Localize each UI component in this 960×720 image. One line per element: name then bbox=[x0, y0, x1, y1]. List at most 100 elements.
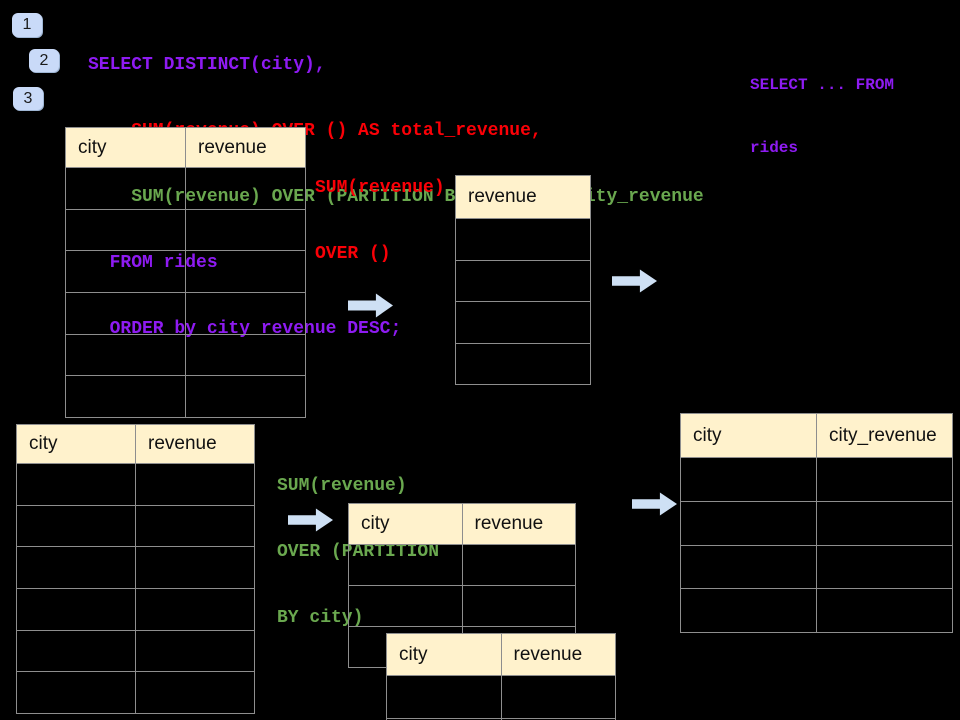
window-function-label-line: SUM(revenue) bbox=[277, 476, 407, 496]
table-cell-empty bbox=[136, 630, 255, 673]
column-header-city-revenue: city_revenue bbox=[817, 414, 953, 458]
table-cell-empty bbox=[186, 376, 306, 419]
table-body bbox=[681, 458, 953, 633]
table-body bbox=[456, 219, 591, 385]
table-row bbox=[17, 672, 255, 715]
table-cell-empty bbox=[501, 676, 616, 719]
table-cell-empty bbox=[387, 676, 502, 719]
table-row bbox=[681, 589, 953, 633]
table-cell-empty bbox=[817, 501, 953, 546]
column-header-city: city bbox=[681, 414, 817, 458]
table-row bbox=[66, 334, 306, 377]
table-cell-empty bbox=[387, 718, 502, 720]
table-row bbox=[349, 586, 576, 627]
table-cell-empty bbox=[186, 334, 306, 377]
table-rides-source: city revenue bbox=[65, 127, 306, 419]
sql-snippet-note: SELECT ... FROM rides bbox=[750, 33, 894, 201]
table-cell-empty bbox=[17, 547, 136, 590]
table-row bbox=[456, 302, 591, 344]
table-cell-empty bbox=[66, 334, 186, 377]
table-cell-empty bbox=[817, 589, 953, 633]
window-function-label-line: BY city) bbox=[277, 608, 364, 628]
table-row bbox=[456, 343, 591, 385]
table-cell-empty bbox=[456, 219, 591, 261]
table-row bbox=[387, 676, 616, 719]
table-header-row: city revenue bbox=[387, 634, 616, 676]
table-row bbox=[17, 589, 255, 631]
table-cell-empty bbox=[186, 168, 306, 210]
table-row bbox=[66, 251, 306, 294]
table-body bbox=[387, 676, 616, 720]
table-cell-empty bbox=[681, 501, 817, 546]
table-row bbox=[66, 209, 306, 252]
table-cell-empty bbox=[681, 589, 817, 633]
column-header-city: city bbox=[17, 425, 136, 464]
table-header-row: city revenue bbox=[349, 504, 576, 545]
table-cell-empty bbox=[502, 718, 616, 720]
sql-code-line: SELECT DISTINCT(city), bbox=[88, 55, 326, 75]
table-cell-empty bbox=[456, 302, 591, 344]
table-cell-empty bbox=[66, 376, 186, 419]
table-row bbox=[456, 260, 591, 302]
table-row bbox=[387, 718, 616, 720]
column-header-revenue: revenue bbox=[501, 634, 616, 676]
table-row bbox=[349, 545, 576, 586]
table-row bbox=[456, 219, 591, 261]
table-cell-empty bbox=[462, 545, 576, 586]
table-cell-empty bbox=[456, 343, 591, 385]
table-cell-empty bbox=[186, 209, 306, 252]
window-function-label-line: OVER () bbox=[315, 244, 391, 264]
step-badge-2: 2 bbox=[29, 49, 59, 72]
table-row bbox=[681, 545, 953, 590]
table-cell-empty bbox=[456, 260, 591, 302]
table-row bbox=[681, 501, 953, 546]
table-cell-empty bbox=[66, 293, 186, 335]
column-header-city: city bbox=[66, 128, 186, 168]
table-cell-empty bbox=[17, 464, 136, 506]
table-cell-empty bbox=[681, 458, 817, 502]
table-body bbox=[17, 464, 255, 715]
table-row bbox=[17, 630, 255, 673]
table-header-row: city revenue bbox=[17, 425, 255, 464]
window-function-label-line: SUM(revenue) bbox=[315, 178, 445, 198]
table-row bbox=[66, 293, 306, 335]
table-cell-empty bbox=[17, 630, 136, 673]
column-header-revenue: revenue bbox=[136, 425, 255, 464]
table-header-row: city revenue bbox=[66, 128, 306, 168]
table-rides-source-2: city revenue bbox=[16, 424, 255, 715]
arrow-right-icon bbox=[632, 492, 677, 516]
table-row bbox=[17, 464, 255, 506]
table-cell-empty bbox=[349, 586, 463, 627]
table-partition-input-overlay: city revenue bbox=[386, 633, 616, 720]
table-cell-empty bbox=[17, 589, 136, 631]
table-header-row: city city_revenue bbox=[681, 414, 953, 458]
sql-code-line: FROM rides bbox=[88, 253, 218, 273]
table-row bbox=[66, 168, 306, 210]
sql-snippet-note-line: SELECT ... FROM bbox=[750, 76, 895, 94]
sql-snippet-note-line: rides bbox=[750, 139, 799, 157]
table-cell-empty bbox=[462, 586, 576, 627]
table-header-row: revenue bbox=[456, 176, 591, 219]
table-row bbox=[17, 505, 255, 548]
table-cell-empty bbox=[349, 545, 463, 586]
table-cell-empty bbox=[186, 293, 306, 335]
table-cell-empty bbox=[66, 251, 186, 294]
column-header-revenue: revenue bbox=[186, 128, 306, 168]
table-cell-empty bbox=[817, 458, 953, 502]
table-cell-empty bbox=[66, 209, 186, 252]
table-cell-empty bbox=[17, 672, 136, 715]
window-function-label-partition: SUM(revenue) OVER (PARTITION BY city) bbox=[277, 431, 439, 673]
table-cell-empty bbox=[186, 251, 306, 294]
column-header-revenue: revenue bbox=[462, 504, 576, 545]
table-cell-empty bbox=[136, 464, 255, 506]
step-badge-1: 1 bbox=[12, 13, 42, 37]
table-cell-empty bbox=[136, 505, 255, 548]
table-cell-empty bbox=[681, 545, 817, 590]
table-city-revenue-result: city city_revenue bbox=[680, 413, 953, 633]
table-total-revenue-result: revenue bbox=[455, 175, 591, 385]
window-function-label-total: SUM(revenue) OVER () bbox=[315, 133, 445, 309]
table-cell-empty bbox=[66, 168, 186, 210]
column-header-city: city bbox=[387, 634, 502, 676]
table-cell-empty bbox=[817, 545, 953, 590]
